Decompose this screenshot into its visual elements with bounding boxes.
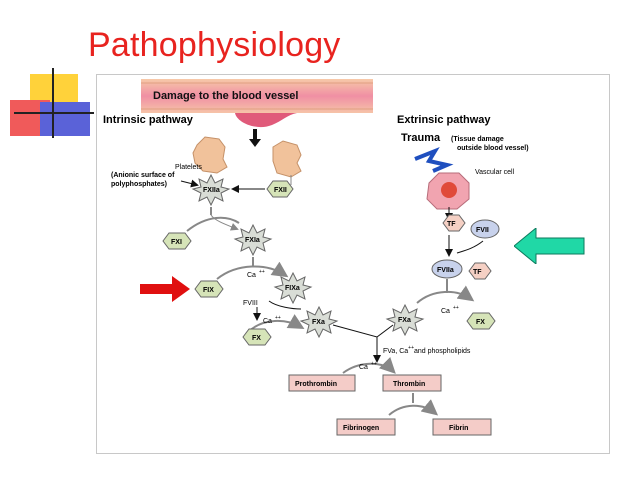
decor-horizontal-line — [14, 112, 94, 114]
vascular-cell-label: Vascular cell — [475, 169, 515, 176]
fxia-star: FXIa — [233, 223, 273, 257]
fibrinogen-box: Fibrinogen — [336, 418, 396, 436]
platelet-shapes — [192, 136, 302, 178]
anionic-line1: (Anionic surface of — [111, 172, 175, 179]
fviii-label: FVIII — [243, 300, 258, 307]
tf-hexagon-2: TF — [468, 262, 492, 280]
svg-text:++: ++ — [259, 269, 265, 275]
svg-text:TF: TF — [473, 269, 482, 276]
fx-hexagon-extrinsic: FX — [466, 312, 496, 330]
banner-label: Damage to the blood vessel — [153, 90, 298, 102]
red-arrow-fix — [140, 276, 190, 302]
fx-hexagon-intrinsic: FX — [242, 328, 272, 346]
slide-title: Pathophysiology — [88, 26, 341, 64]
svg-text:FVIIa: FVIIa — [437, 267, 454, 274]
tf-hexagon-1: TF — [442, 214, 466, 232]
prothrombin-box: Prothrombin — [288, 374, 356, 392]
vascular-cell — [426, 172, 470, 221]
svg-text:FXI: FXI — [171, 239, 182, 246]
thrombin-box: Thrombin — [382, 374, 442, 392]
svg-text:FIX: FIX — [203, 287, 214, 294]
svg-text:Ca: Ca — [441, 308, 450, 315]
svg-text:++: ++ — [275, 315, 281, 321]
svg-text:FXIa: FXIa — [245, 237, 260, 244]
svg-text:FIXa: FIXa — [285, 285, 300, 292]
fxiia-star: FXIIa — [191, 173, 231, 207]
svg-text:++: ++ — [453, 305, 459, 311]
fix-hexagon: FIX — [194, 280, 224, 298]
fxii-hexagon: FXII — [266, 180, 294, 198]
svg-text:TF: TF — [447, 221, 456, 228]
svg-text:Fibrinogen: Fibrinogen — [343, 425, 379, 432]
svg-text:Thrombin: Thrombin — [393, 381, 425, 388]
diagram-panel: Damage to the blood vessel Intrinsic pat… — [96, 74, 610, 454]
trauma-label: Trauma — [401, 132, 441, 144]
svg-text:Ca: Ca — [263, 318, 272, 325]
svg-text:FXa: FXa — [398, 317, 411, 324]
svg-text:Fibrin: Fibrin — [449, 425, 468, 432]
fvii-oval: FVII — [470, 219, 500, 239]
fxa-star-intrinsic: FXa — [299, 305, 339, 339]
svg-text:FX: FX — [252, 335, 261, 342]
coagulation-diagram: Damage to the blood vessel Intrinsic pat… — [103, 79, 529, 436]
svg-text:Ca: Ca — [359, 364, 368, 371]
anionic-line2: polyphosphates) — [111, 181, 167, 188]
svg-text:FVII: FVII — [476, 227, 489, 234]
extrinsic-title: Extrinsic pathway — [397, 114, 491, 126]
cofactors-label: FVa, Ca++and phospholipids — [383, 345, 471, 355]
svg-text:FXIIa: FXIIa — [203, 187, 220, 194]
svg-text:Prothrombin: Prothrombin — [295, 381, 337, 388]
svg-text:Ca: Ca — [247, 272, 256, 279]
fxi-hexagon: FXI — [162, 232, 192, 250]
svg-text:++: ++ — [371, 361, 377, 367]
trauma-note-2: outside blood vessel) — [457, 145, 529, 152]
svg-text:FXa: FXa — [312, 319, 325, 326]
fixa-star: FIXa — [273, 271, 313, 305]
svg-text:FX: FX — [476, 319, 485, 326]
intrinsic-title: Intrinsic pathway — [103, 114, 194, 126]
svg-text:FXII: FXII — [274, 187, 287, 194]
fviia-oval: FVIIa — [431, 259, 463, 279]
decor-vertical-line — [52, 68, 54, 138]
lightning-bolt — [414, 146, 454, 173]
fibrin-box: Fibrin — [432, 418, 492, 436]
decor-blue-square — [40, 102, 90, 136]
blood-vessel-banner: Damage to the blood vessel — [141, 79, 373, 128]
platelets-label: Platelets — [175, 164, 202, 171]
trauma-note-1: (Tissue damage — [451, 136, 504, 143]
teal-arrow-fvii — [514, 228, 585, 264]
fxa-star-extrinsic: FXa — [385, 303, 425, 337]
